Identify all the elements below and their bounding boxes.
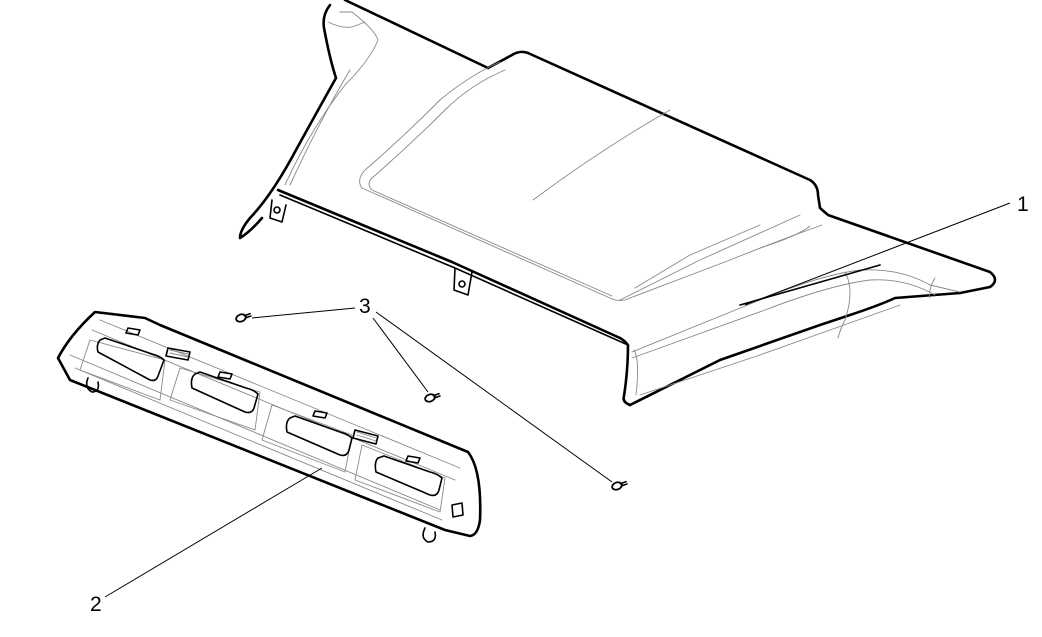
callout-3-label: 3 bbox=[359, 295, 371, 318]
leader-line-2 bbox=[104, 467, 323, 598]
leader-line-3b bbox=[372, 317, 429, 393]
push-pin-2 bbox=[424, 392, 441, 403]
leader-line-3a bbox=[251, 307, 356, 319]
grille-opening-1 bbox=[79, 337, 166, 401]
part-1-cover bbox=[238, 0, 997, 407]
leader-lines bbox=[104, 202, 1011, 598]
grille-opening-4 bbox=[354, 444, 446, 513]
callout-2-label: 2 bbox=[90, 593, 102, 616]
grille-opening-2 bbox=[169, 367, 261, 431]
push-pin-3 bbox=[611, 480, 628, 491]
push-pin-1 bbox=[235, 312, 252, 323]
part-2-grille bbox=[56, 310, 482, 543]
leader-line-3c bbox=[375, 311, 613, 483]
grille-opening-3 bbox=[261, 404, 353, 473]
part-3-pins bbox=[235, 312, 628, 491]
callout-1-label: 1 bbox=[1017, 193, 1029, 216]
leader-line-1 bbox=[744, 202, 1011, 306]
